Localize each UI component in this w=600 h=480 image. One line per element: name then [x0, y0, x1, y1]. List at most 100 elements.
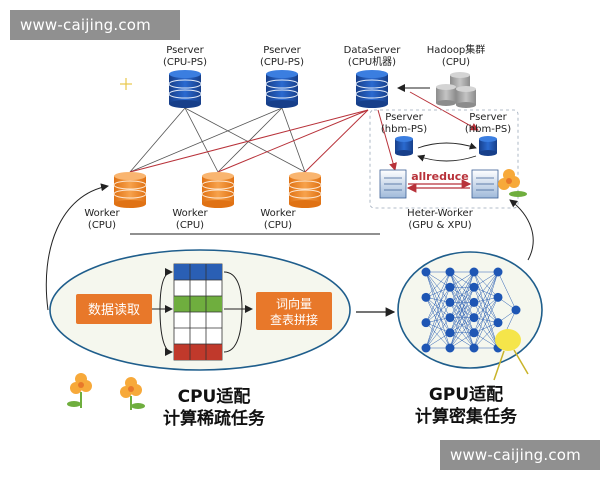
bulb-decoration-icon — [493, 329, 529, 381]
nn-node — [469, 343, 479, 353]
hadoop-name: Hadoop集群 — [427, 43, 486, 56]
hadoop-sub: (CPU) — [442, 57, 470, 68]
nn-edge — [425, 271, 451, 323]
nn-edge — [425, 287, 451, 349]
nn-node — [445, 297, 455, 307]
nn-node — [469, 297, 479, 307]
data-read-label: 数据读取 — [88, 303, 140, 318]
pserver-2-name: Pserver — [263, 45, 301, 56]
nn-node — [445, 343, 455, 353]
nn-node — [421, 267, 431, 277]
nn-edge — [425, 271, 451, 349]
worker-3-sub: (CPU) — [264, 220, 292, 231]
gpu-caption-line2: 计算密集任务 — [415, 406, 518, 427]
nn-edge — [425, 287, 451, 323]
server-block-icon — [471, 169, 499, 199]
pserver-2-sub: (CPU-PS) — [260, 57, 304, 68]
nn-node — [469, 328, 479, 338]
hadoop-cluster: Hadoop集群 (CPU) — [427, 43, 486, 108]
table-out-arrow — [223, 271, 243, 310]
nn-edge — [473, 287, 499, 323]
sparkle-icon — [120, 78, 132, 90]
nn-edge — [497, 271, 517, 311]
flower-decoration-icon — [67, 373, 92, 408]
dataserver-links — [129, 91, 479, 173]
nn-node — [469, 313, 479, 323]
database-icon — [168, 70, 202, 108]
flower-decoration-icon — [498, 169, 527, 197]
nn-edge — [425, 322, 451, 349]
hbm-exchange-arrow-2 — [417, 154, 477, 162]
pserver-2: Pserver (CPU-PS) — [260, 45, 304, 108]
gpu-feedback-arrow — [509, 199, 534, 261]
nn-edge — [473, 297, 499, 333]
dataserver-name: DataServer — [344, 45, 402, 56]
hbm-pserver-1-name: Pserver — [385, 112, 423, 123]
nn-node — [445, 267, 455, 277]
hetero-worker-sub: (GPU & XPU) — [408, 220, 471, 231]
database-icon — [395, 136, 413, 156]
hbm-pserver-1: Pserver (hbm-PS) — [381, 112, 427, 156]
nn-edge — [425, 297, 451, 349]
database-cluster-icon — [436, 72, 476, 108]
word-vector-line1: 词向量 — [276, 296, 312, 311]
dataserver-sub: (CPU机器) — [348, 55, 396, 68]
nn-edge — [473, 302, 499, 323]
nn-edge — [425, 332, 451, 349]
nn-node — [445, 282, 455, 292]
nn-edge — [473, 322, 499, 349]
nn-node — [421, 318, 431, 328]
nn-edge — [473, 271, 499, 333]
table-row-arrow — [159, 308, 173, 356]
nn-node — [511, 305, 521, 315]
word-vector-line2: 查表拼接 — [270, 312, 318, 327]
nn-edge — [449, 332, 475, 349]
nn-edge — [425, 302, 451, 349]
nn-edge — [449, 287, 475, 349]
nn-edge — [425, 302, 451, 323]
nn-edge — [449, 271, 475, 318]
database-icon — [113, 172, 147, 208]
worker-1-sub: (CPU) — [88, 220, 116, 231]
nn-node — [469, 267, 479, 277]
nn-node — [493, 318, 503, 328]
hetero-worker-name: Heter-Worker — [407, 208, 474, 219]
cpu-caption-line1: CPU适配 — [178, 387, 251, 407]
database-icon — [265, 70, 299, 108]
hbm-pserver-1-sub: (hbm-PS) — [381, 124, 427, 135]
worker-1: Worker (CPU) — [84, 172, 147, 231]
pserver-1-name: Pserver — [166, 45, 204, 56]
nn-edge — [473, 271, 499, 323]
nn-edge — [425, 271, 451, 298]
data-read-box: 数据读取 — [76, 294, 152, 324]
nn-edge — [449, 271, 475, 303]
watermark-top: www-caijing.com — [10, 10, 180, 40]
gpu-caption-line1: GPU适配 — [429, 385, 503, 405]
pserver-1: Pserver (CPU-PS) — [163, 45, 207, 108]
table-row-arrow — [159, 268, 173, 310]
database-icon — [355, 70, 389, 108]
nn-edge — [425, 297, 451, 333]
worker-3-name: Worker — [260, 208, 296, 219]
database-icon — [201, 172, 235, 208]
nn-node — [421, 292, 431, 302]
allreduce-label: allreduce — [411, 170, 469, 183]
cpu-feedback-arrow — [45, 183, 109, 311]
nn-node — [445, 328, 455, 338]
pserver-1-sub: (CPU-PS) — [163, 57, 207, 68]
worker-3: Worker (CPU) — [260, 172, 322, 231]
nn-edge — [449, 302, 475, 349]
table-out-arrow — [223, 308, 243, 353]
nn-edge — [449, 317, 475, 349]
worker-2: Worker (CPU) — [172, 172, 235, 231]
flower-decoration-icon — [120, 377, 145, 410]
nn-edge — [473, 297, 499, 318]
nn-node — [445, 313, 455, 323]
embedding-table — [173, 263, 223, 361]
nn-edge — [473, 271, 499, 318]
hbm-exchange-arrow — [417, 142, 477, 150]
neural-network-icon — [421, 267, 521, 353]
nn-edge — [473, 271, 499, 288]
worker-1-name: Worker — [84, 208, 120, 219]
